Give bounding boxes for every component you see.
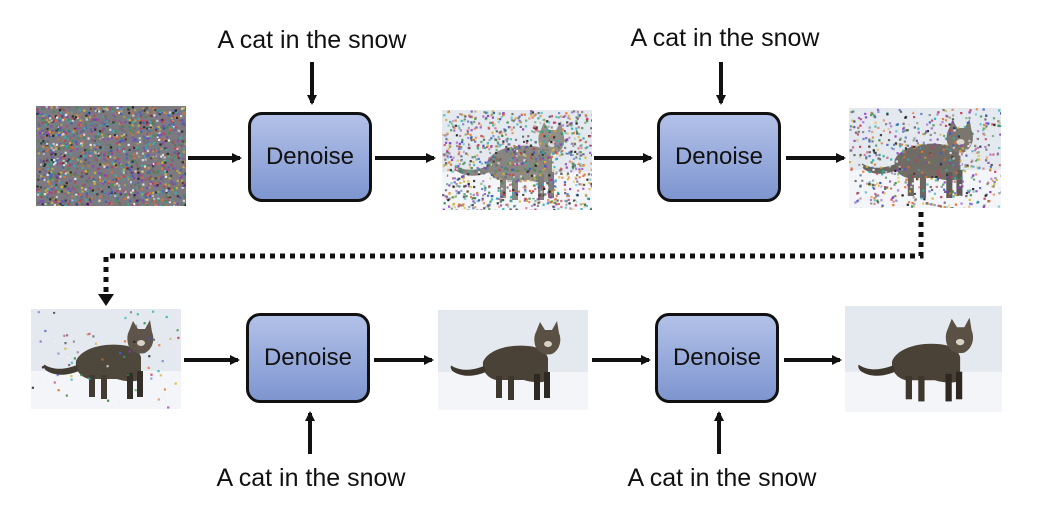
image-canvas xyxy=(31,309,181,409)
less-noisy-cat-image xyxy=(849,108,1001,208)
clean-cat-image-2 xyxy=(845,306,1002,412)
denoise-block-3: Denoise xyxy=(246,313,370,403)
image-canvas xyxy=(845,306,1002,412)
clean-cat-image-1 xyxy=(438,310,588,410)
prompt-text-3: A cat in the snow xyxy=(191,464,431,493)
prompt-text-2: A cat in the snow xyxy=(605,24,845,53)
denoise-block-2: Denoise xyxy=(657,112,781,202)
dotted-connector xyxy=(106,212,921,296)
prompt-text-1: A cat in the snow xyxy=(192,26,432,55)
prompt-text-4: A cat in the snow xyxy=(602,464,842,493)
image-canvas xyxy=(36,106,186,206)
image-canvas xyxy=(849,108,1001,208)
pure-noise-image xyxy=(36,106,186,206)
nearly-clean-cat-image xyxy=(31,309,181,409)
denoise-block-1: Denoise xyxy=(248,112,372,202)
denoise-block-4: Denoise xyxy=(655,313,779,403)
image-canvas xyxy=(442,110,592,210)
noisy-cat-image xyxy=(442,110,592,210)
image-canvas xyxy=(438,310,588,410)
dotted-arrowhead xyxy=(98,294,114,306)
